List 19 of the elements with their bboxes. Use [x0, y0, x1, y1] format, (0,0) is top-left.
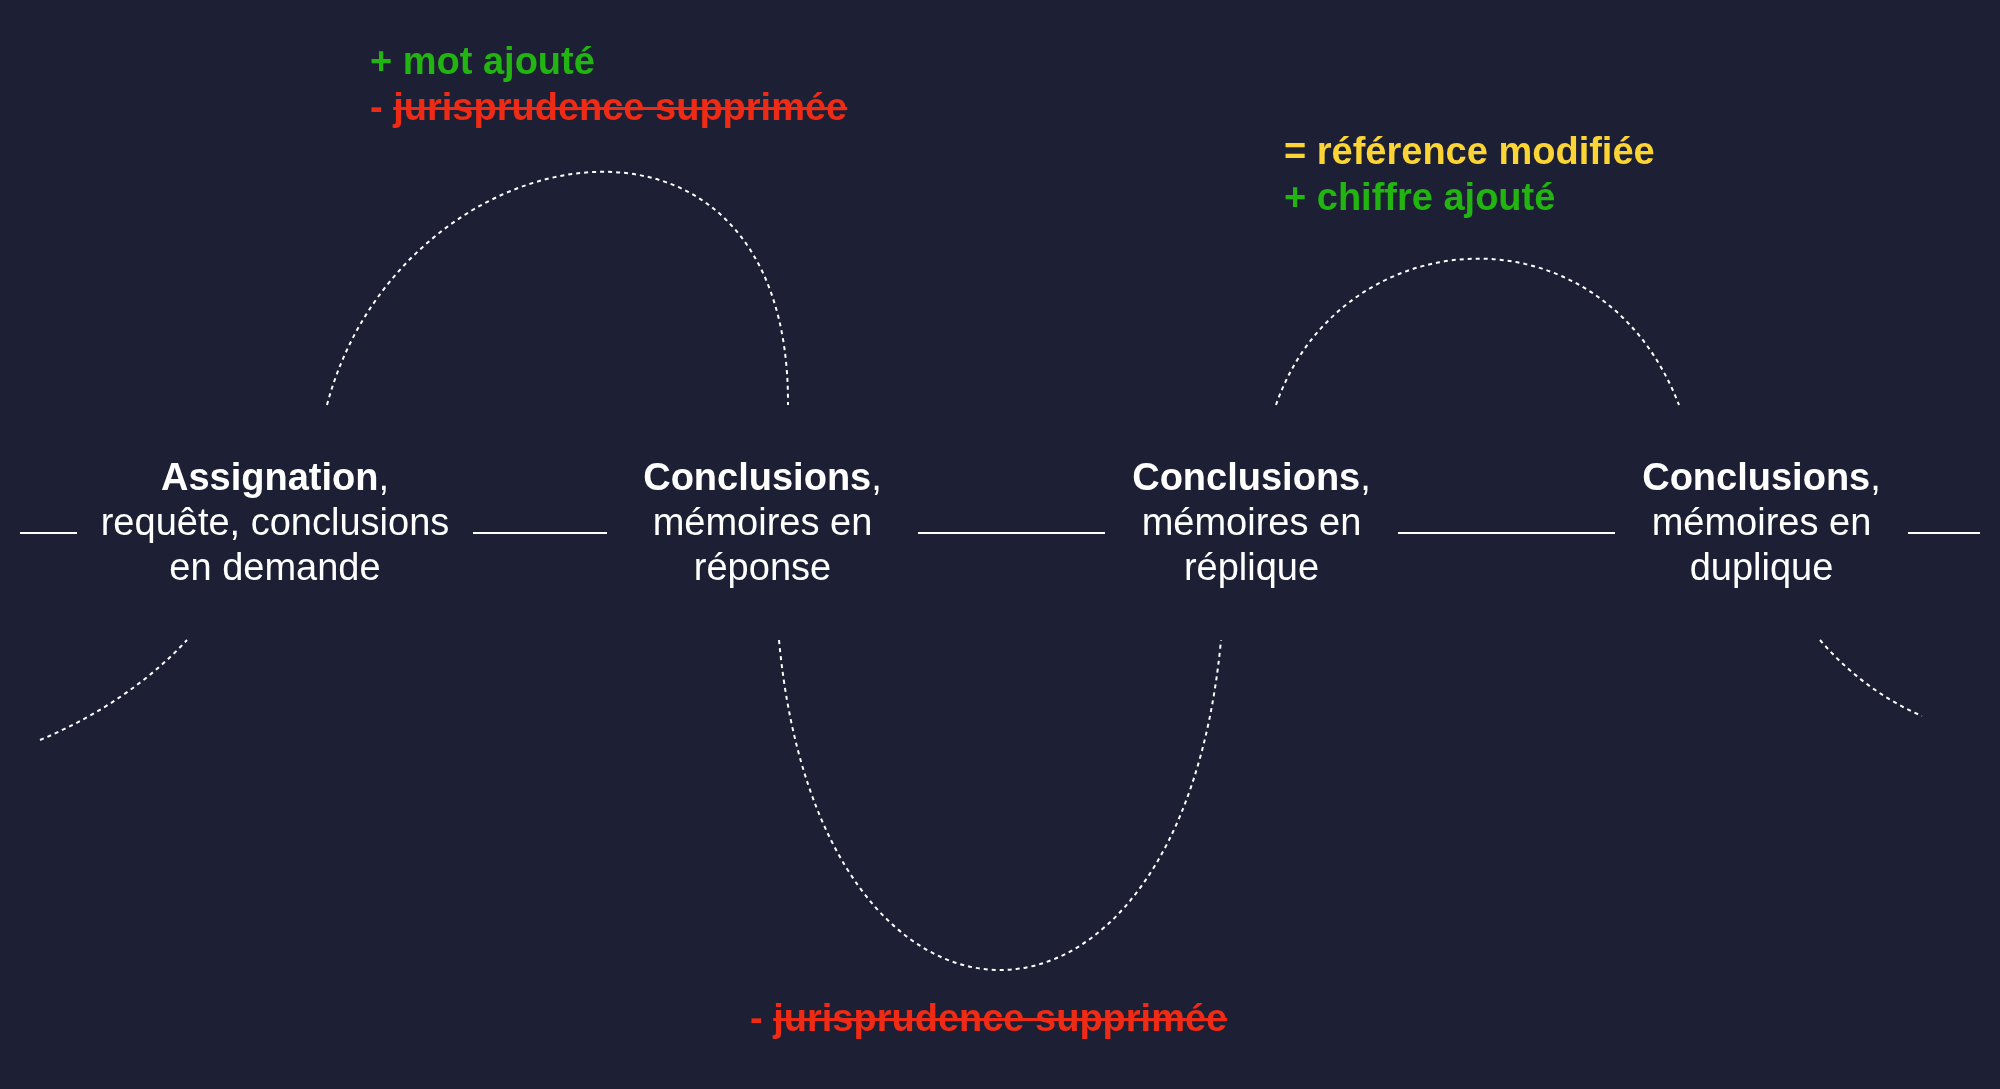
stage-text: Conclusions, mémoires en réponse [607, 405, 918, 640]
change-annotation: + mot ajouté [370, 39, 595, 84]
change-annotation: = référence modifiée [1284, 129, 1655, 174]
dashed-arc [778, 639, 1222, 971]
connector-line [917, 532, 1106, 534]
dashed-arc [1819, 639, 1923, 717]
stage-text: Conclusions, mémoires en duplique [1615, 405, 1908, 640]
change-annotation: - jurisprudence supprimée [750, 996, 1228, 1041]
dashed-arc [39, 639, 188, 741]
connector-line [472, 532, 608, 534]
connector-line [1907, 532, 1981, 534]
connector-line [19, 532, 78, 534]
change-annotation: - jurisprudence supprimée [370, 85, 848, 130]
dashed-arc [326, 171, 789, 406]
stage-text: Assignation, requête, conclusions en demande [77, 405, 473, 640]
change-annotation: + chiffre ajouté [1284, 175, 1556, 220]
stage-text: Conclusions, mémoires en réplique [1105, 405, 1398, 640]
connector-line [1397, 532, 1616, 534]
dashed-arc [1275, 257, 1680, 406]
